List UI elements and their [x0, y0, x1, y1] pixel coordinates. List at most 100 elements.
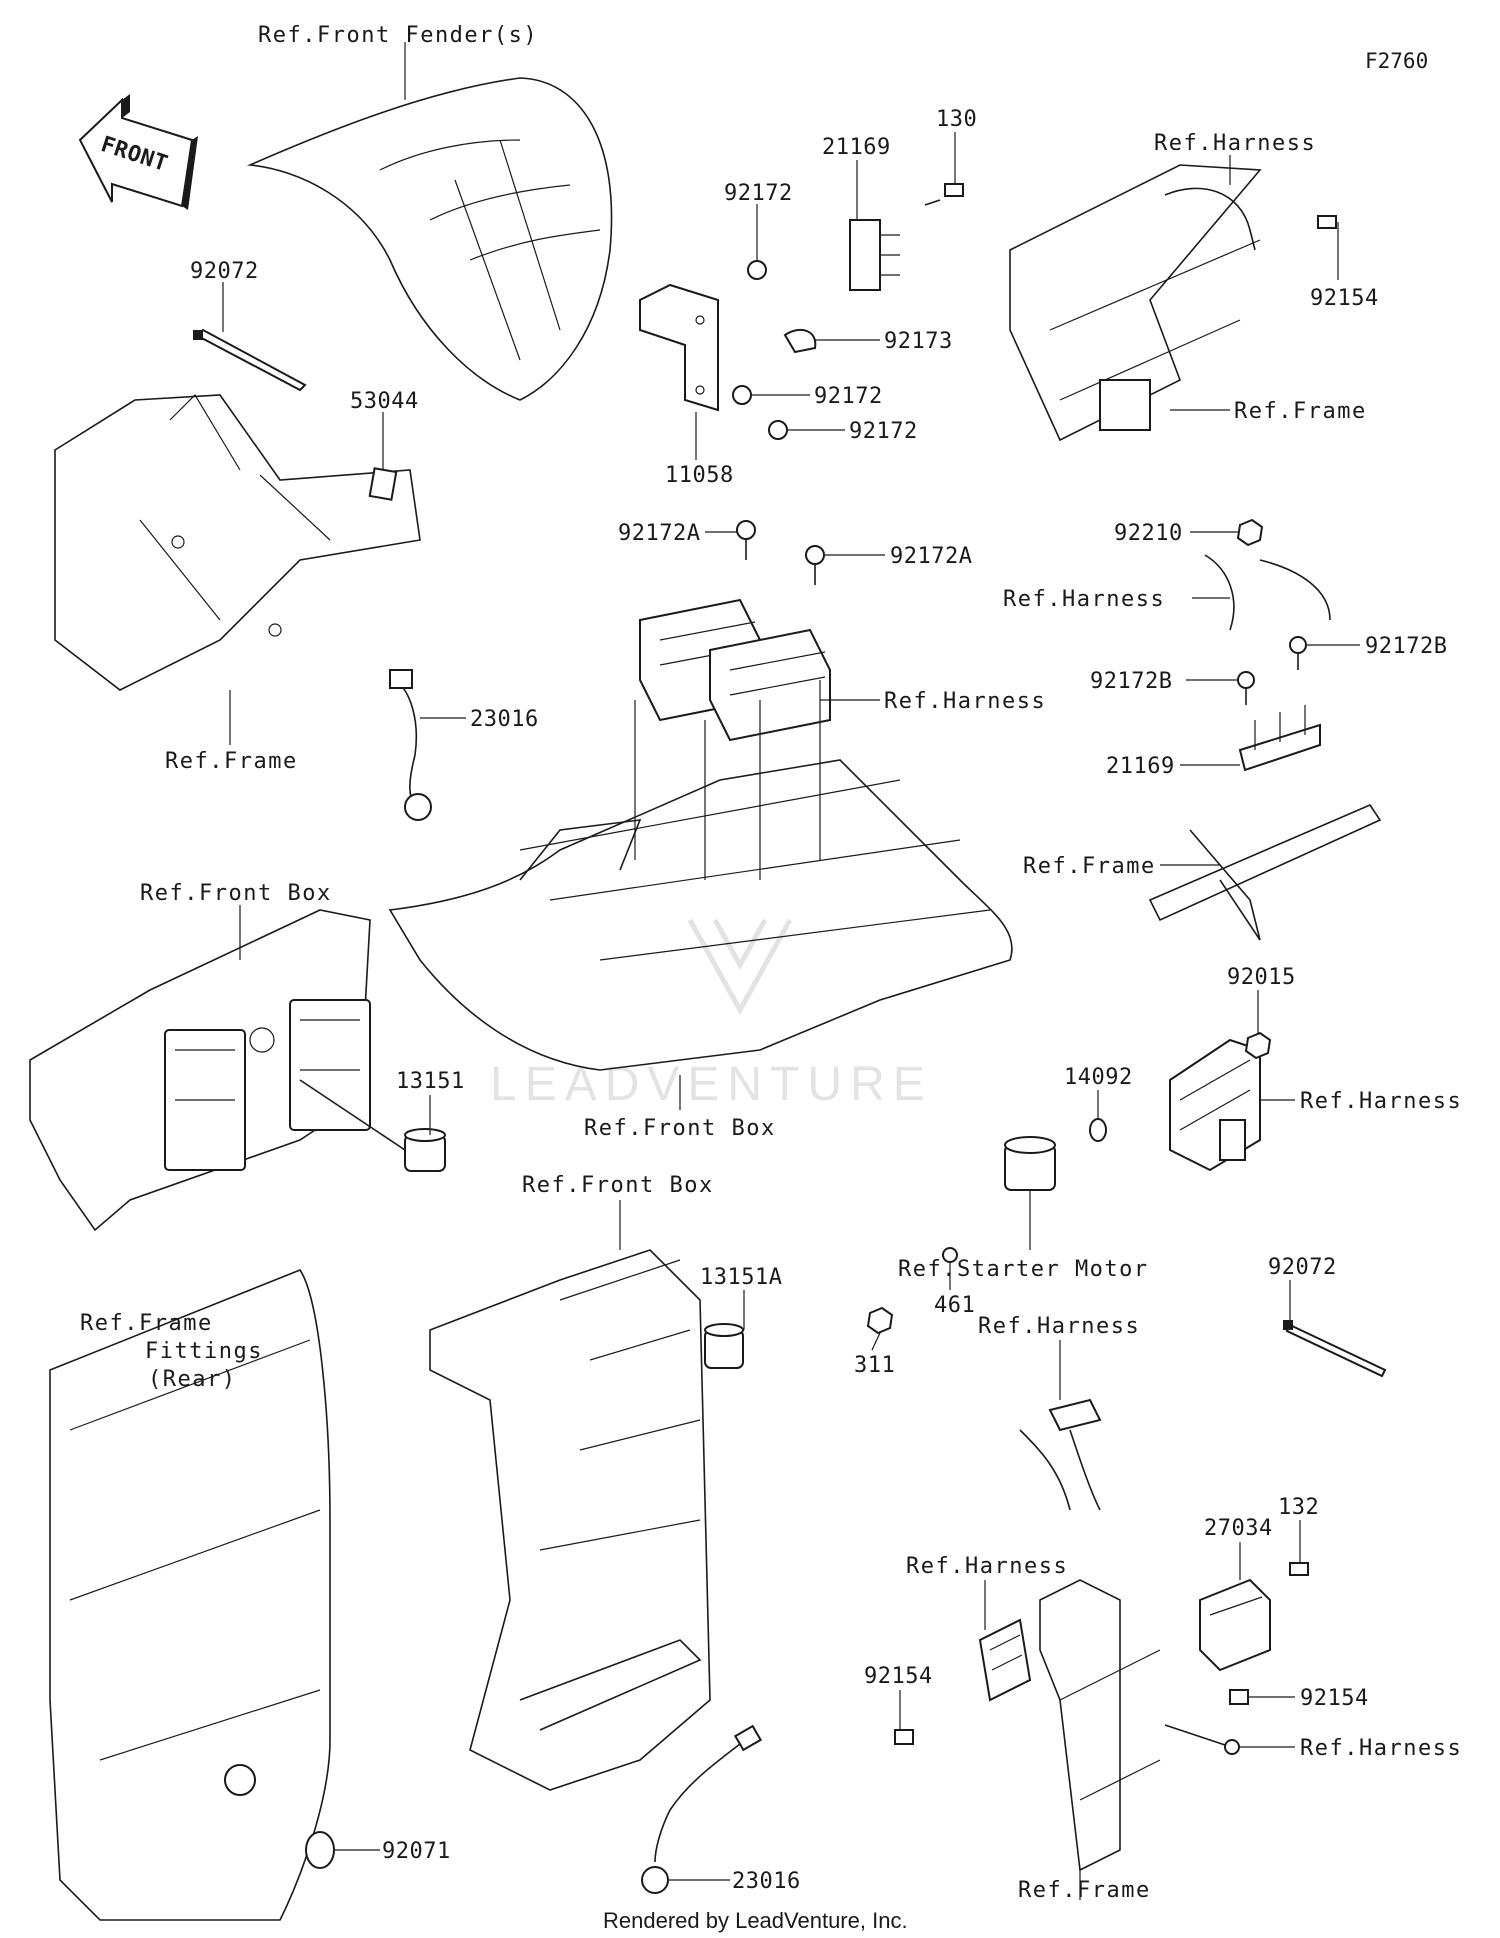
callout-ref-harness-lower: Ref.Harness [978, 1314, 1140, 1339]
callout-11058: 11058 [665, 463, 734, 488]
callout-27034: 27034 [1204, 1516, 1273, 1541]
callout-23016-left: 23016 [470, 707, 539, 732]
clamp-21169-top [849, 219, 900, 291]
front-fender-drawing [246, 77, 613, 401]
grommet-92071 [305, 1831, 335, 1869]
starter-motor-cap [1004, 1136, 1056, 1191]
screw-92172A-left [736, 520, 756, 560]
clamp-92173 [783, 328, 817, 354]
callout-92154-top: 92154 [1310, 286, 1379, 311]
clip-92172-top [747, 260, 767, 280]
clamp-21169-right [1238, 705, 1321, 772]
callout-ref-frame-top-right: Ref.Frame [1234, 399, 1367, 424]
callout-ref-starter-motor: Ref.Starter Motor [898, 1257, 1149, 1282]
credit-text: Rendered by LeadVenture, Inc. [603, 1908, 908, 1933]
terminal-block-bottom [978, 1618, 1032, 1702]
callout-ref-front-box-center: Ref.Front Box [584, 1116, 776, 1141]
callout-13151: 13151 [396, 1069, 465, 1094]
callout-ref-harness-bottom-right: Ref.Harness [1300, 1736, 1462, 1761]
center-guide-lines [634, 680, 821, 880]
socket-13151A [704, 1323, 744, 1369]
nut-311 [866, 1306, 894, 1335]
callout-ref-frame-left: Ref.Frame [165, 749, 298, 774]
nut-92015 [1244, 1031, 1272, 1060]
callout-92172A-left: 92172A [618, 521, 700, 546]
callout-92154-bottom-right: 92154 [1300, 1686, 1369, 1711]
callout-14092: 14092 [1064, 1065, 1133, 1090]
washer-14092 [1089, 1118, 1107, 1142]
callout-53044: 53044 [350, 389, 419, 414]
connector-23016-left [389, 669, 432, 821]
callout-ref-frame-bottom: Ref.Frame [1018, 1878, 1151, 1903]
callout-ref-front-box-lower: Ref.Front Box [522, 1173, 714, 1198]
bracket-frame-bottom-right [1039, 1579, 1161, 1872]
callout-92072-left: 92072 [190, 259, 259, 284]
starter-relay-assembly [1169, 1038, 1261, 1172]
callout-92172-bot: 92172 [849, 419, 918, 444]
bolt-132 [1289, 1562, 1309, 1576]
screw-92172B-right [1289, 636, 1307, 670]
callout-ref-front-box-left: Ref.Front Box [140, 881, 332, 906]
callout-92210: 92210 [1114, 521, 1183, 546]
center-frame-drawing [388, 759, 1013, 1071]
callout-ref-harness-relay: Ref.Harness [1300, 1089, 1462, 1114]
front-box-center-lower [429, 1249, 711, 1791]
harness-bottom-right [1019, 1398, 1102, 1511]
ring-terminal [1164, 1724, 1240, 1755]
watermark-text: LEADVENTURE [490, 1058, 933, 1111]
callout-ref-frame-fittings-line1: Ref.Frame [80, 1311, 213, 1336]
label-53044 [368, 467, 398, 501]
relay-27034 [1199, 1578, 1271, 1672]
bolt-92154-bottom-left [894, 1729, 914, 1745]
socket-13151 [299, 1079, 446, 1172]
clip-92172-mid [732, 385, 752, 405]
front-box-left [29, 909, 371, 1232]
callout-130: 130 [936, 107, 977, 132]
callout-21169-right: 21169 [1106, 754, 1175, 779]
callout-92071: 92071 [382, 1839, 451, 1864]
callout-92172B-left: 92172B [1090, 669, 1172, 694]
callout-ref-frame-fittings-line2: Fittings [145, 1339, 263, 1364]
callout-92172-top: 92172 [724, 181, 793, 206]
screw-92172B-left [1237, 671, 1255, 705]
callout-92173: 92173 [884, 329, 953, 354]
callout-ref-frame-fittings-line3: (Rear) [148, 1367, 236, 1392]
callout-92072-right: 92072 [1268, 1255, 1337, 1280]
callout-132: 132 [1278, 1495, 1319, 1520]
callout-13151A: 13151A [700, 1265, 782, 1290]
frame-fittings-rear [49, 1269, 331, 1921]
connector-23016-bottom [641, 1724, 763, 1894]
callout-92015: 92015 [1227, 965, 1296, 990]
callout-ref-harness-center: Ref.Harness [884, 689, 1046, 714]
screw-92172A-right [805, 545, 825, 585]
figure-code: F2760 [1365, 49, 1428, 73]
harness-right-middle [1204, 554, 1331, 631]
callout-ref-frame-right: Ref.Frame [1023, 854, 1156, 879]
frame-right-middle [1148, 804, 1382, 941]
watermark-logo [687, 918, 793, 1016]
frame-left-top-drawing [54, 394, 421, 691]
callout-92154-bottom-left: 92154 [864, 1664, 933, 1689]
nut-92210 [1236, 518, 1264, 547]
clip-92172-bot [768, 420, 788, 440]
callout-ref-harness-right: Ref.Harness [1003, 587, 1165, 612]
cable-tie-92072-left [193, 328, 307, 392]
callout-21169-top: 21169 [822, 135, 891, 160]
bolt-130 [924, 183, 964, 206]
front-direction-arrow: FRONT [78, 94, 198, 210]
callout-461: 461 [934, 1293, 975, 1318]
callout-ref-harness-bottom: Ref.Harness [906, 1554, 1068, 1579]
bracket-11058 [639, 283, 719, 412]
fuse-box-right [709, 628, 831, 742]
cable-tie-92072-right [1283, 1320, 1387, 1378]
callout-23016-bottom: 23016 [732, 1869, 801, 1894]
bolt-92154-bottom-right [1229, 1689, 1249, 1705]
bolt-92154-top [1317, 215, 1337, 229]
frame-harness-top-right [1009, 164, 1262, 442]
callout-92172A-right: 92172A [890, 544, 972, 569]
callout-ref-front-fenders: Ref.Front Fender(s) [258, 23, 538, 48]
leader-lines [222, 42, 1360, 1900]
callout-92172-mid: 92172 [814, 384, 883, 409]
callout-ref-harness-top: Ref.Harness [1154, 131, 1316, 156]
